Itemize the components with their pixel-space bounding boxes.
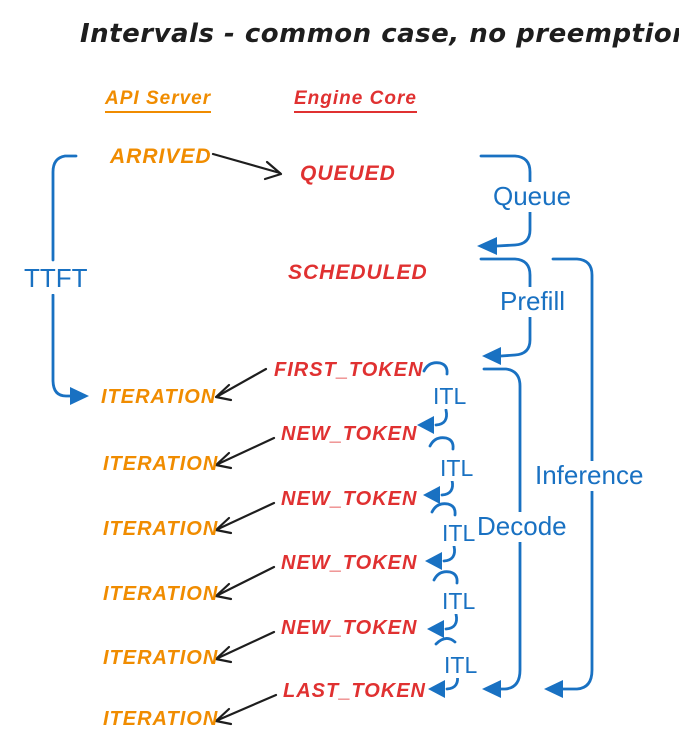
itl-arrowhead-icon xyxy=(417,416,434,434)
arrow-new-token-1-to-iteration xyxy=(214,436,276,470)
event-new-token-2: NEW_TOKEN xyxy=(281,488,418,510)
arrowhead-icon xyxy=(214,516,233,535)
arrowhead-icon xyxy=(263,160,283,181)
queue-arrowhead-icon xyxy=(477,237,497,255)
itl-arrowhead-icon xyxy=(425,552,442,570)
itl-marker-3 xyxy=(425,502,457,570)
column-header-engine-core: Engine Core xyxy=(294,88,417,113)
arrow-first-token-to-iteration xyxy=(214,367,268,402)
event-queued: QUEUED xyxy=(300,162,396,185)
arrowhead-icon xyxy=(214,582,233,601)
event-first-token: FIRST_TOKEN xyxy=(274,359,424,381)
arrowhead-icon xyxy=(214,645,233,664)
itl-marker-1 xyxy=(417,361,449,434)
itl-marker-4 xyxy=(427,570,459,638)
interval-label-inference: Inference xyxy=(532,460,647,491)
interval-label-decode: Decode xyxy=(474,511,570,542)
arrow-last-token-to-iteration xyxy=(214,693,278,726)
arrowhead-icon xyxy=(214,383,233,402)
itl-arrowhead-icon xyxy=(428,680,445,698)
interval-label-queue: Queue xyxy=(490,181,575,212)
event-iteration-4: ITERATION xyxy=(103,583,219,605)
itl-arrowhead-icon xyxy=(423,486,440,504)
itl-label-5: ITL xyxy=(441,652,481,679)
event-arrived: ARRIVED xyxy=(110,145,212,168)
itl-label-2: ITL xyxy=(437,455,477,482)
event-last-token: LAST_TOKEN xyxy=(283,680,426,702)
diagram-title: Intervals - common case, no preemptions xyxy=(80,19,679,49)
event-new-token-3: NEW_TOKEN xyxy=(281,552,418,574)
interval-label-prefill: Prefill xyxy=(497,286,569,317)
prefill-arrowhead-icon xyxy=(482,347,501,365)
arrowhead-icon xyxy=(214,451,233,470)
event-iteration-3: ITERATION xyxy=(103,518,219,540)
arrow-arrived-to-queued xyxy=(211,152,283,181)
event-scheduled: SCHEDULED xyxy=(288,261,428,284)
event-new-token-1: NEW_TOKEN xyxy=(281,423,418,445)
ttft-arrowhead-icon xyxy=(70,387,89,405)
interval-label-ttft: TTFT xyxy=(21,263,91,294)
itl-marker-2 xyxy=(423,436,455,504)
itl-label-4: ITL xyxy=(439,588,479,615)
event-iteration-2: ITERATION xyxy=(103,453,219,475)
decode-arrowhead-icon xyxy=(482,680,501,698)
event-iteration-1: ITERATION xyxy=(101,386,217,408)
column-header-api-server: API Server xyxy=(105,88,212,113)
event-new-token-4: NEW_TOKEN xyxy=(281,617,418,639)
arrow-new-token-4-to-iteration xyxy=(214,630,276,664)
itl-arrowhead-icon xyxy=(427,620,444,638)
event-iteration-5: ITERATION xyxy=(103,647,219,669)
arrowhead-icon xyxy=(214,707,233,726)
arrow-new-token-2-to-iteration xyxy=(214,501,276,535)
arrow-new-token-3-to-iteration xyxy=(214,565,276,601)
ttft-bracket xyxy=(51,154,89,405)
event-iteration-6: ITERATION xyxy=(103,708,219,730)
itl-label-3: ITL xyxy=(439,520,479,547)
inference-arrowhead-icon xyxy=(544,680,563,698)
itl-label-1: ITL xyxy=(430,383,470,410)
